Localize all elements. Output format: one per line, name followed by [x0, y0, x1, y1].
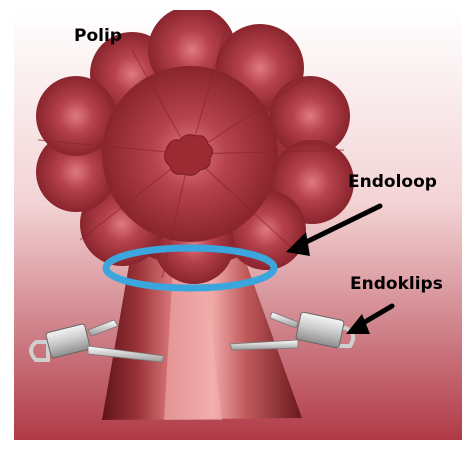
- polyp-label: Polip: [74, 26, 122, 46]
- diagram-panel: Polip Endoloop Endoklips: [14, 10, 462, 440]
- polyp-diagram: [14, 10, 462, 440]
- endoclip-label: Endoklips: [350, 274, 443, 294]
- endoloop-label: Endoloop: [348, 172, 437, 192]
